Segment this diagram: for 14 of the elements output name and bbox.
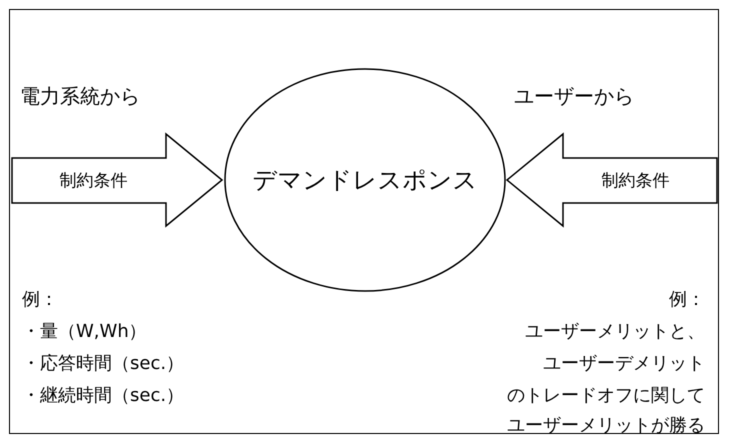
text-label: ユーザーメリットが勝る — [507, 415, 705, 437]
text-label: 例： — [669, 289, 705, 311]
text-label: ・量（W,Wh） — [22, 321, 147, 343]
text-label: ・継続時間（sec.） — [22, 385, 184, 407]
text-label: 例： — [22, 289, 58, 311]
node-label: デマンドレスポンス — [252, 165, 478, 196]
text-label: 電力系統から — [20, 84, 140, 108]
text-label: ユーザーデメリット — [543, 353, 705, 375]
node-label: 制約条件 — [602, 170, 670, 192]
text-label: のトレードオフに関して — [507, 385, 705, 407]
text-label: ユーザーから — [514, 84, 634, 108]
text-label: ・応答時間（sec.） — [22, 353, 184, 375]
text-label: ユーザーメリットと、 — [525, 321, 705, 343]
node-label: 制約条件 — [60, 170, 128, 192]
